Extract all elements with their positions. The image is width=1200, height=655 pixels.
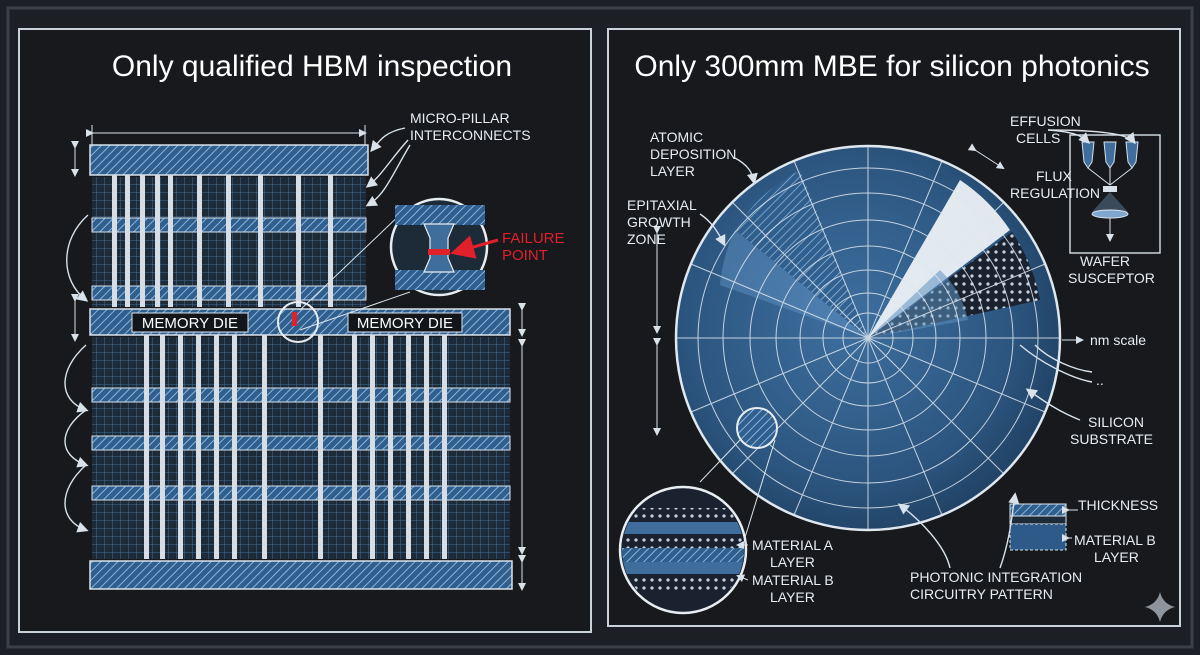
atomic-deposition-label-line2: DEPOSITION: [650, 146, 736, 162]
effusion-cells-label-line2: CELLS: [1016, 130, 1060, 146]
right-panel-title: Only 300mm MBE for silicon photonics: [634, 50, 1149, 83]
epitaxial-growth-label-line2: GROWTH: [627, 214, 691, 230]
photonic-integration-label-line2: CIRCUITRY PATTERN: [910, 586, 1053, 602]
micro-pillar-callout-arrow: [370, 127, 406, 153]
flux-regulation-label-line2: REGULATION: [1010, 185, 1100, 201]
sparkle-icon: [1145, 592, 1175, 622]
thickness-cross-section: [1009, 503, 1067, 551]
failure-magnifier: [389, 197, 489, 297]
scale-ellipsis: ..: [1096, 372, 1104, 388]
atomic-deposition-label-line3: LAYER: [650, 163, 695, 179]
failure-arrow: [450, 235, 499, 259]
material-a-label-line1: MATERIAL A: [752, 537, 834, 553]
failure-point-label-line2: POINT: [502, 247, 548, 264]
silicon-substrate-label-line1: SILICON: [1088, 414, 1144, 430]
micro-pillar-label-line2: INTERCONNECTS: [410, 127, 531, 143]
photonic-integration-label-line1: PHOTONIC INTEGRATION: [910, 569, 1082, 585]
epitaxial-growth-label-line1: EPITAXIAL: [627, 197, 697, 213]
material-a-label-line2: LAYER: [770, 554, 815, 570]
effusion-cells-label-line1: EFFUSION: [1010, 113, 1081, 129]
wafer-susceptor-label-line1: WAFER: [1080, 253, 1130, 269]
nm-scale-label: nm scale: [1090, 332, 1146, 348]
memory-die-label-right: MEMORY DIE: [357, 315, 453, 332]
top-die-layer: [89, 144, 369, 176]
epitaxial-growth-label-line3: ZONE: [627, 231, 666, 247]
failure-point-label-line1: FAILURE: [502, 230, 565, 247]
material-b-label-line2: LAYER: [770, 589, 815, 605]
material-b-right-label-line1: MATERIAL B: [1074, 532, 1156, 548]
material-b-label-line1: MATERIAL B: [752, 572, 834, 588]
base-substrate-layer: [89, 560, 513, 590]
left-panel-title: Only qualified HBM inspection: [112, 50, 512, 83]
left-panel: Only qualified HBM inspection MEMORY DIE…: [18, 28, 592, 633]
micro-pillar-label-line1: MICRO-PILLAR: [410, 110, 510, 126]
silicon-substrate-label-line2: SUBSTRATE: [1070, 431, 1153, 447]
atomic-deposition-label-line1: ATOMIC: [650, 129, 703, 145]
thickness-label: THICKNESS: [1078, 497, 1158, 513]
wafer-susceptor-label-line2: SUSCEPTOR: [1068, 270, 1155, 286]
inspection-focus-circle: [277, 301, 319, 343]
upper-micro-pillars: [112, 175, 333, 307]
material-b-right-label-line2: LAYER: [1094, 549, 1139, 565]
effusion-cell-diagram: [1069, 134, 1161, 254]
memory-die-label-left: MEMORY DIE: [142, 315, 238, 332]
silicon-wafer: [674, 144, 1062, 532]
right-panel: Only 300mm MBE for silicon photonics: [607, 28, 1181, 627]
flux-regulation-label-line1: FLUX: [1036, 168, 1072, 184]
lower-micro-pillars: [144, 335, 447, 559]
layer-magnifier: [618, 485, 748, 615]
